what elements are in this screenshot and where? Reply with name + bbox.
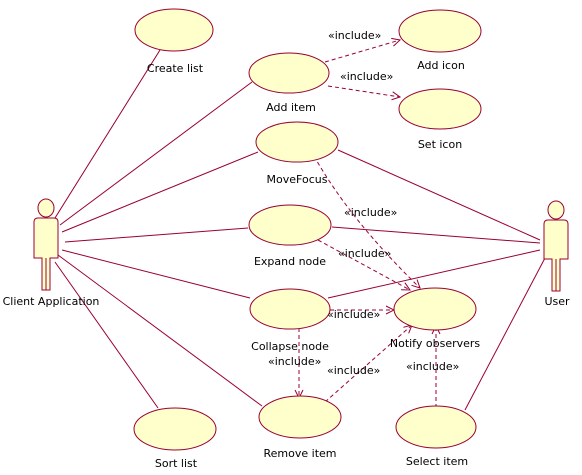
use-case-sort-list-shape — [133, 407, 217, 451]
assoc-client-remove-item — [57, 254, 263, 407]
dep-add-item-set-icon — [327, 85, 400, 97]
assoc-user-select-item — [464, 257, 546, 411]
use-case-set-icon[interactable]: Set icon — [398, 88, 482, 151]
actor-user-label: User — [544, 295, 570, 308]
assoc-client-add-item — [59, 81, 253, 226]
actor-client-figure-icon — [33, 198, 59, 291]
actor-user[interactable]: User — [543, 200, 570, 308]
include-dependencies — [299, 40, 436, 408]
include-labels: «include» «include» «include» «include» … — [268, 29, 459, 377]
assoc-user-expand-node — [331, 226, 541, 244]
use-case-add-item-label: Add item — [266, 101, 316, 114]
use-case-set-icon-label: Set icon — [418, 138, 462, 151]
client-associations — [54, 49, 263, 409]
use-case-move-focus-shape — [255, 121, 339, 163]
assoc-client-create-list — [54, 49, 161, 219]
use-case-notify-observers-shape — [393, 287, 477, 331]
use-case-remove-item-shape — [258, 395, 342, 439]
assoc-client-collapse-node — [61, 249, 251, 299]
use-case-select-item-shape — [395, 405, 477, 449]
use-case-select-item-label: Select item — [406, 455, 468, 468]
assoc-client-move-focus — [61, 151, 259, 233]
use-case-collapse-node-label: Collapse node — [251, 340, 329, 353]
include-label-expand-node: «include» — [338, 247, 391, 260]
include-label-collapse-node-notify: «include» — [327, 308, 380, 321]
actor-client-application-label: Client Application — [3, 295, 100, 308]
use-case-notify-observers-label: Notify observers — [390, 337, 481, 350]
dep-add-item-add-icon — [324, 40, 400, 63]
actor-user-figure-icon — [543, 200, 569, 292]
actor-client-application[interactable]: Client Application — [3, 198, 100, 308]
assoc-client-expand-node — [64, 227, 249, 243]
use-case-add-item[interactable]: Add item — [248, 52, 330, 114]
use-case-collapse-node[interactable]: Collapse node — [249, 288, 331, 353]
include-label-remove-item: «include» — [327, 364, 380, 377]
use-case-remove-item[interactable]: Remove item — [258, 395, 342, 460]
assoc-client-sort-list — [54, 261, 159, 409]
use-case-notify-observers[interactable]: Notify observers — [390, 287, 481, 350]
use-case-remove-item-label: Remove item — [264, 447, 337, 460]
use-case-move-focus[interactable]: MoveFocus — [255, 121, 339, 186]
use-case-create-list[interactable]: Create list — [134, 8, 214, 75]
use-case-select-item[interactable]: Select item — [395, 405, 477, 468]
use-case-expand-node-label: Expand node — [254, 255, 326, 268]
dep-expand-node-notify — [317, 239, 410, 290]
use-case-add-icon-shape — [398, 9, 482, 53]
use-case-create-list-shape — [134, 8, 214, 52]
use-case-add-item-shape — [248, 52, 330, 94]
use-case-collapse-node-shape — [249, 288, 331, 330]
include-label-set-icon: «include» — [340, 70, 393, 83]
use-case-sort-list[interactable]: Sort list — [133, 407, 217, 470]
assoc-user-collapse-node — [327, 249, 541, 299]
dep-move-focus-notify — [313, 155, 420, 288]
include-label-collapse-node-remove: «include» — [268, 355, 321, 368]
use-case-move-focus-label: MoveFocus — [267, 173, 328, 186]
use-case-create-list-label: Create list — [147, 62, 204, 75]
use-case-expand-node-shape — [248, 204, 332, 246]
use-case-add-icon[interactable]: Add icon — [398, 9, 482, 72]
use-case-add-icon-label: Add icon — [417, 59, 465, 72]
use-case-sort-list-label: Sort list — [155, 457, 198, 470]
use-case-expand-node[interactable]: Expand node — [248, 204, 332, 268]
include-label-select-item: «include» — [406, 360, 459, 373]
user-associations — [327, 149, 546, 411]
dep-remove-item-notify — [324, 325, 412, 403]
use-case-set-icon-shape — [398, 88, 482, 130]
include-label-add-icon: «include» — [328, 29, 381, 42]
assoc-user-move-focus — [337, 149, 541, 241]
include-label-move-focus: «include» — [344, 206, 397, 219]
